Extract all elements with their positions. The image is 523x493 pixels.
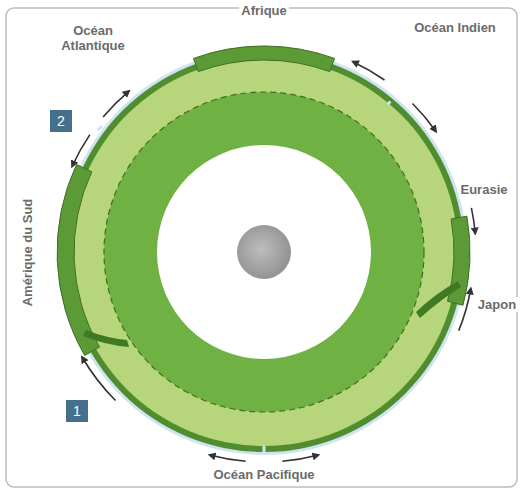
motion-arrow [103,91,129,117]
pacific-ridge [263,446,266,453]
motion-arrow [353,62,385,80]
callout-number: 1 [66,400,88,422]
south-america-slab [83,330,129,347]
upper-mantle [70,58,458,446]
country-label: Japon [476,297,518,312]
south-america-continent [57,165,99,356]
outer-core [157,145,371,359]
atlantic-ridge [98,126,103,129]
lower-mantle [104,92,424,412]
continent-label: Amérique du Sud [21,196,36,308]
callout-number: 2 [50,110,72,132]
motion-arrow [459,289,471,331]
motion-arrow [282,455,318,461]
ocean-label: Océan Indien [412,20,498,35]
mantle-boundary [104,92,424,412]
continent-label: Afrique [239,3,289,18]
motion-arrow [413,104,437,132]
atmosphere-edge [61,49,467,455]
ocean-label: Océan Atlantique [48,23,138,53]
motion-arrow [82,357,115,401]
continent-label: Eurasie [459,182,510,197]
frame [6,8,517,487]
motion-arrow [210,455,246,461]
lithosphere [64,52,464,452]
ocean-label: Océan Pacifique [211,467,316,482]
callout-text: 2 [57,113,65,129]
inner-core [237,225,291,279]
japan-slab [416,281,461,318]
motion-arrow [471,208,475,234]
africa-continent [194,46,335,72]
motion-arrow [72,135,90,167]
indian-ridge [388,101,391,104]
callout-text: 1 [73,403,81,419]
